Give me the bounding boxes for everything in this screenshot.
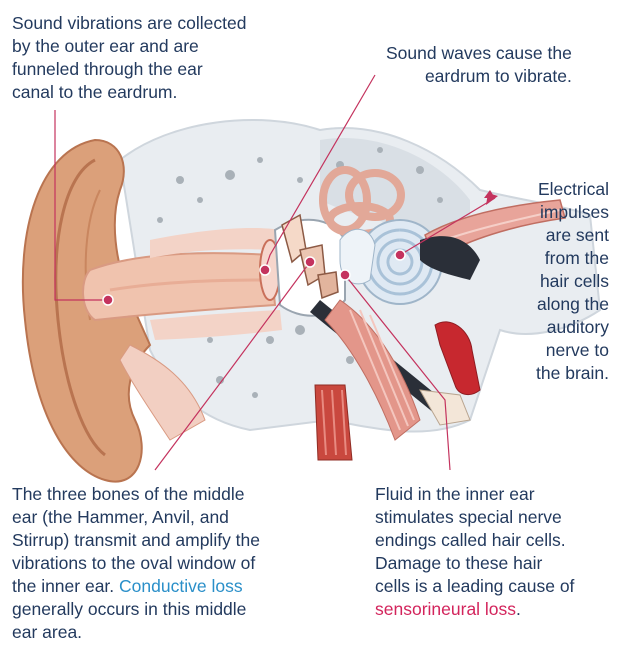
caption-line: generally occurs in this middle: [12, 598, 260, 621]
caption-line: stimulates special nerve: [375, 506, 574, 529]
caption-line: canal to the eardrum.: [12, 81, 246, 104]
caption-text: the inner ear.: [12, 576, 114, 596]
caption-line: Fluid in the inner ear: [375, 483, 574, 506]
caption-line: eardrum to vibrate.: [386, 65, 572, 88]
caption-line: the inner ear. Conductive loss: [12, 575, 260, 598]
caption-line: Damage to these hair: [375, 552, 574, 575]
caption-line: Sound vibrations are collected: [12, 12, 246, 35]
caption-line: The three bones of the middle: [12, 483, 260, 506]
caption-line: hair cells: [536, 270, 609, 293]
sensorineural-loss-link: sensorineural loss: [375, 599, 516, 619]
caption-line: cells is a leading cause of: [375, 575, 574, 598]
caption-line: vibrations to the oval window of: [12, 552, 260, 575]
caption-line: sensorineural loss.: [375, 598, 574, 621]
caption-line: from the: [536, 247, 609, 270]
caption-line: auditory: [536, 316, 609, 339]
caption-line: Stirrup) transmit and amplify the: [12, 529, 260, 552]
caption-line: the brain.: [536, 362, 609, 385]
caption-line: funneled through the ear: [12, 58, 246, 81]
caption-line: ear area.: [12, 621, 260, 644]
caption-line: Electrical: [536, 178, 609, 201]
caption-line: ear (the Hammer, Anvil, and: [12, 506, 260, 529]
conductive-loss-link: Conductive loss: [119, 576, 243, 596]
caption-inner-ear: Fluid in the inner ear stimulates specia…: [375, 483, 574, 621]
caption-electrical-impulses: Electrical impulses are sent from the ha…: [536, 178, 609, 385]
caption-line: by the outer ear and are: [12, 35, 246, 58]
caption-eardrum: Sound waves cause the eardrum to vibrate…: [386, 42, 572, 88]
caption-text: .: [516, 599, 521, 619]
caption-line: impulses: [536, 201, 609, 224]
caption-line: are sent: [536, 224, 609, 247]
caption-line: Sound waves cause the: [386, 42, 572, 65]
caption-outer-ear: Sound vibrations are collected by the ou…: [12, 12, 246, 104]
caption-line: endings called hair cells.: [375, 529, 574, 552]
caption-line: nerve to: [536, 339, 609, 362]
caption-line: along the: [536, 293, 609, 316]
caption-middle-ear: The three bones of the middle ear (the H…: [12, 483, 260, 644]
